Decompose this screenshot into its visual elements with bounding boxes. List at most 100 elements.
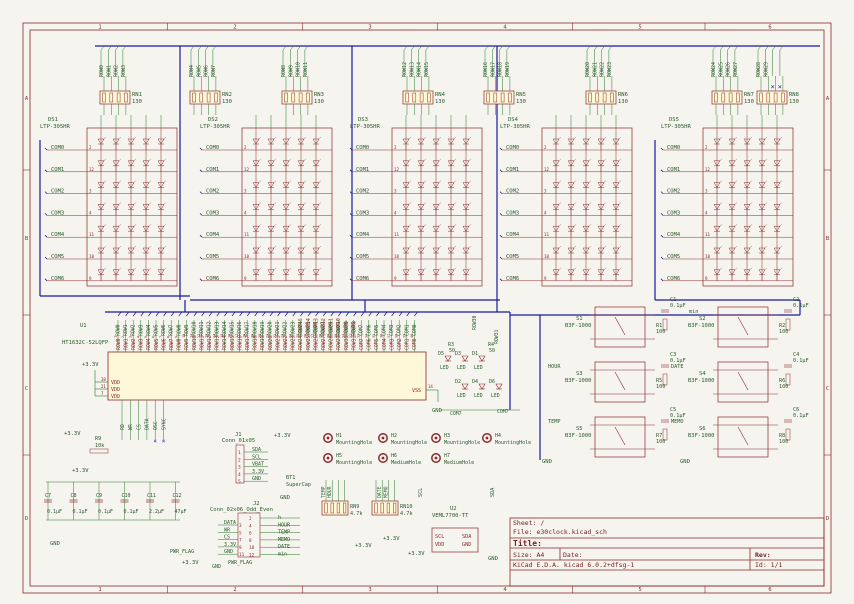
led-diode <box>432 247 440 254</box>
led-diode <box>402 182 410 189</box>
rn-value: 130 <box>744 99 754 105</box>
u1-pin-num: 11 <box>190 334 194 338</box>
led-diode <box>157 247 165 254</box>
com-bus-entry <box>660 256 664 260</box>
u1-pin-name: ROW8 <box>177 338 183 350</box>
com-pin: 12 <box>705 167 711 172</box>
u1-pin-name: ROW15 <box>230 335 236 350</box>
hole-icon <box>378 453 388 463</box>
led-ray <box>733 245 738 250</box>
u1-pin-name: COM0 <box>412 338 418 350</box>
cap-value: 0.1µF <box>73 509 88 515</box>
rn-element <box>500 92 505 103</box>
switch-ref: S5 <box>576 426 583 432</box>
u1-bus-entry <box>254 311 259 317</box>
display-body <box>391 127 483 287</box>
res-value: 100 <box>656 384 665 390</box>
ctrl-pin-label: CS <box>136 424 142 430</box>
u2-pin: SDA <box>462 534 472 540</box>
u1-bus-entry <box>155 311 160 317</box>
u1-pin-num: 30 <box>334 334 338 338</box>
rn-body <box>711 90 743 105</box>
bus-entry <box>418 45 422 51</box>
rn-element <box>199 92 204 103</box>
rn-net: DATE <box>377 486 383 498</box>
led-diode <box>402 204 410 210</box>
bus-entry <box>586 45 591 51</box>
rn-element <box>728 92 733 103</box>
led-diode <box>773 160 781 167</box>
led-diode <box>758 225 766 232</box>
rn-element <box>206 92 211 103</box>
switch-value: B3F-1000 <box>565 433 592 439</box>
led-diode <box>612 182 620 189</box>
u1-pin-num: 8 <box>167 336 171 338</box>
hole-center <box>434 456 438 460</box>
led-ray <box>617 180 622 184</box>
u1-pin-num: 40 <box>410 334 414 338</box>
led-diode <box>127 138 135 145</box>
led-ray <box>467 202 472 206</box>
u1-pin-num: 27 <box>311 334 315 338</box>
j2-pin-num: 2 <box>249 516 252 522</box>
led-diode <box>432 138 440 145</box>
led-diode <box>142 269 150 276</box>
led-ray <box>748 202 753 206</box>
u1-pin-name: COM1 <box>405 338 411 350</box>
led-value: LED <box>491 393 500 399</box>
led-diode <box>567 269 575 276</box>
bus-entry <box>122 45 127 51</box>
row30-net: ROW30 <box>472 315 478 330</box>
rn-element <box>109 92 114 103</box>
rn-ref: RN5 <box>516 92 526 98</box>
power-3v3: +3.3V <box>383 536 400 542</box>
tb-file: File: e30clock.kicad_sch <box>513 528 607 536</box>
com-pin: 4 <box>244 210 247 215</box>
led-diode <box>157 204 165 210</box>
u1-pin-name: ROW10 <box>192 335 198 350</box>
led-ray <box>162 158 167 162</box>
led-diode <box>417 269 425 276</box>
j2-net: min <box>278 552 287 558</box>
led-ray <box>117 245 122 250</box>
cap-ref: C6 <box>793 407 799 413</box>
title-block-text: Sheet: / File: e30clock.kicad_sch Title:… <box>513 519 782 569</box>
led-ray <box>557 136 562 141</box>
u1-pin-name: COM4 <box>382 338 388 350</box>
u1-pin-num: 5 <box>144 336 148 338</box>
rn-value: 130 <box>516 99 526 105</box>
led-diode <box>758 247 766 254</box>
led-diode <box>127 269 135 276</box>
led-ray <box>102 267 107 271</box>
pwr-flag: PWR_FLAG <box>228 560 252 566</box>
led-diode <box>447 269 455 276</box>
rn-net: HOUR <box>327 486 333 498</box>
u1-net-label: ROW3 <box>138 324 144 336</box>
led-diode <box>267 225 275 232</box>
bus-entry <box>304 45 309 51</box>
bus-entry <box>506 45 511 51</box>
u1-net-label: ROW21 <box>275 321 281 336</box>
j2-ref: J2 <box>253 501 260 507</box>
u1-pin-name: ROW25/COM14 <box>306 318 312 350</box>
rn-value: 130 <box>618 99 628 105</box>
rn-net: TEMP <box>321 486 327 498</box>
led-ray <box>407 136 412 141</box>
led-diode <box>567 247 575 254</box>
row-net-label: ROW17 <box>490 62 496 77</box>
led-diode <box>743 138 751 145</box>
com-label: COM1 <box>206 167 219 173</box>
bus-entry <box>290 45 294 51</box>
com-pin: 9 <box>244 276 247 281</box>
led-ref: D4 <box>472 379 478 385</box>
u1-pin-num: 18 <box>243 334 247 338</box>
led-diode <box>728 225 736 232</box>
hole-value: MountingHole <box>336 440 372 446</box>
led-ray <box>437 267 442 271</box>
led-diode <box>552 204 560 210</box>
